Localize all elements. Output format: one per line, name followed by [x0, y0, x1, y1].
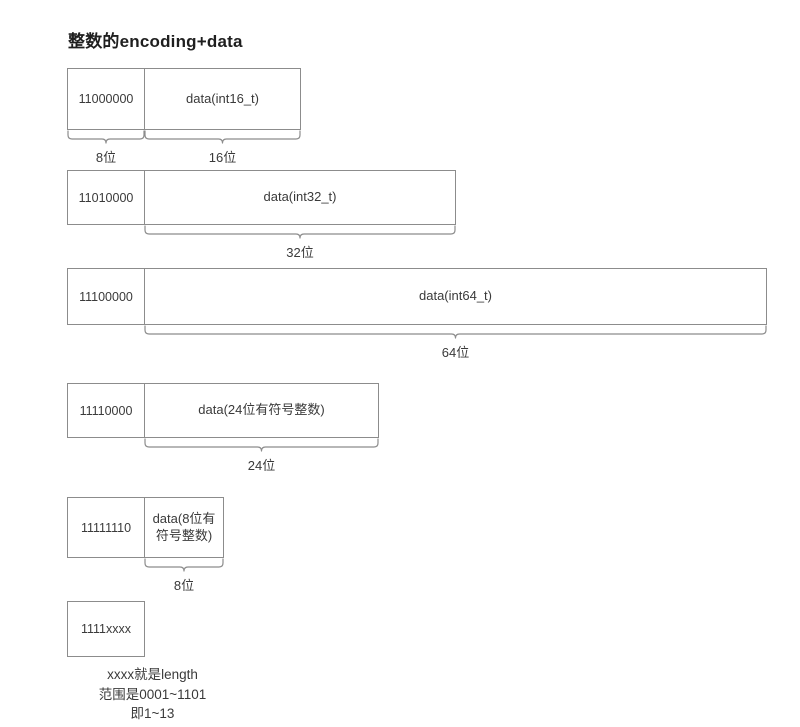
- page-title: 整数的encoding+data: [68, 32, 243, 51]
- brace-label-int16-encoding: 8位: [95, 150, 117, 165]
- brace-label-int16-data: 16位: [208, 150, 237, 165]
- brace-label-int32-data: 32位: [286, 245, 314, 260]
- data-box-int32: data(int32_t): [144, 170, 456, 225]
- encoding-box-int64: 11100000: [67, 268, 145, 325]
- brace-int32-data: [144, 225, 456, 241]
- encoding-box-int32: 11010000: [67, 170, 145, 225]
- brace-label-int24-data: 24位: [247, 458, 276, 473]
- encoding-box-int16: 11000000: [67, 68, 145, 130]
- encoding-box-int8: 11111110: [67, 497, 145, 558]
- brace-int24-data: [144, 438, 379, 454]
- length-caption: xxxx就是length 范围是0001~1101 即1~13: [45, 665, 260, 724]
- brace-label-int8-data: 8位: [173, 578, 195, 593]
- brace-int8-data: [144, 558, 224, 574]
- brace-int16-encoding: [67, 130, 145, 146]
- data-box-int16: data(int16_t): [144, 68, 301, 130]
- brace-int16-data: [144, 130, 301, 146]
- data-box-int64: data(int64_t): [144, 268, 767, 325]
- length-caption-line-2: 范围是0001~1101: [98, 686, 207, 702]
- data-box-int24: data(24位有符号整数): [144, 383, 379, 438]
- data-box-int8: data(8位有符号整数): [144, 497, 224, 558]
- encoding-box-length: 1111xxxx: [67, 601, 145, 657]
- length-caption-line-3: 即1~13: [130, 706, 175, 722]
- brace-int64-data: [144, 325, 767, 341]
- length-caption-line-1: xxxx就是length: [107, 667, 198, 682]
- encoding-box-int24: 11110000: [67, 383, 145, 438]
- brace-label-int64-data: 64位: [441, 345, 470, 360]
